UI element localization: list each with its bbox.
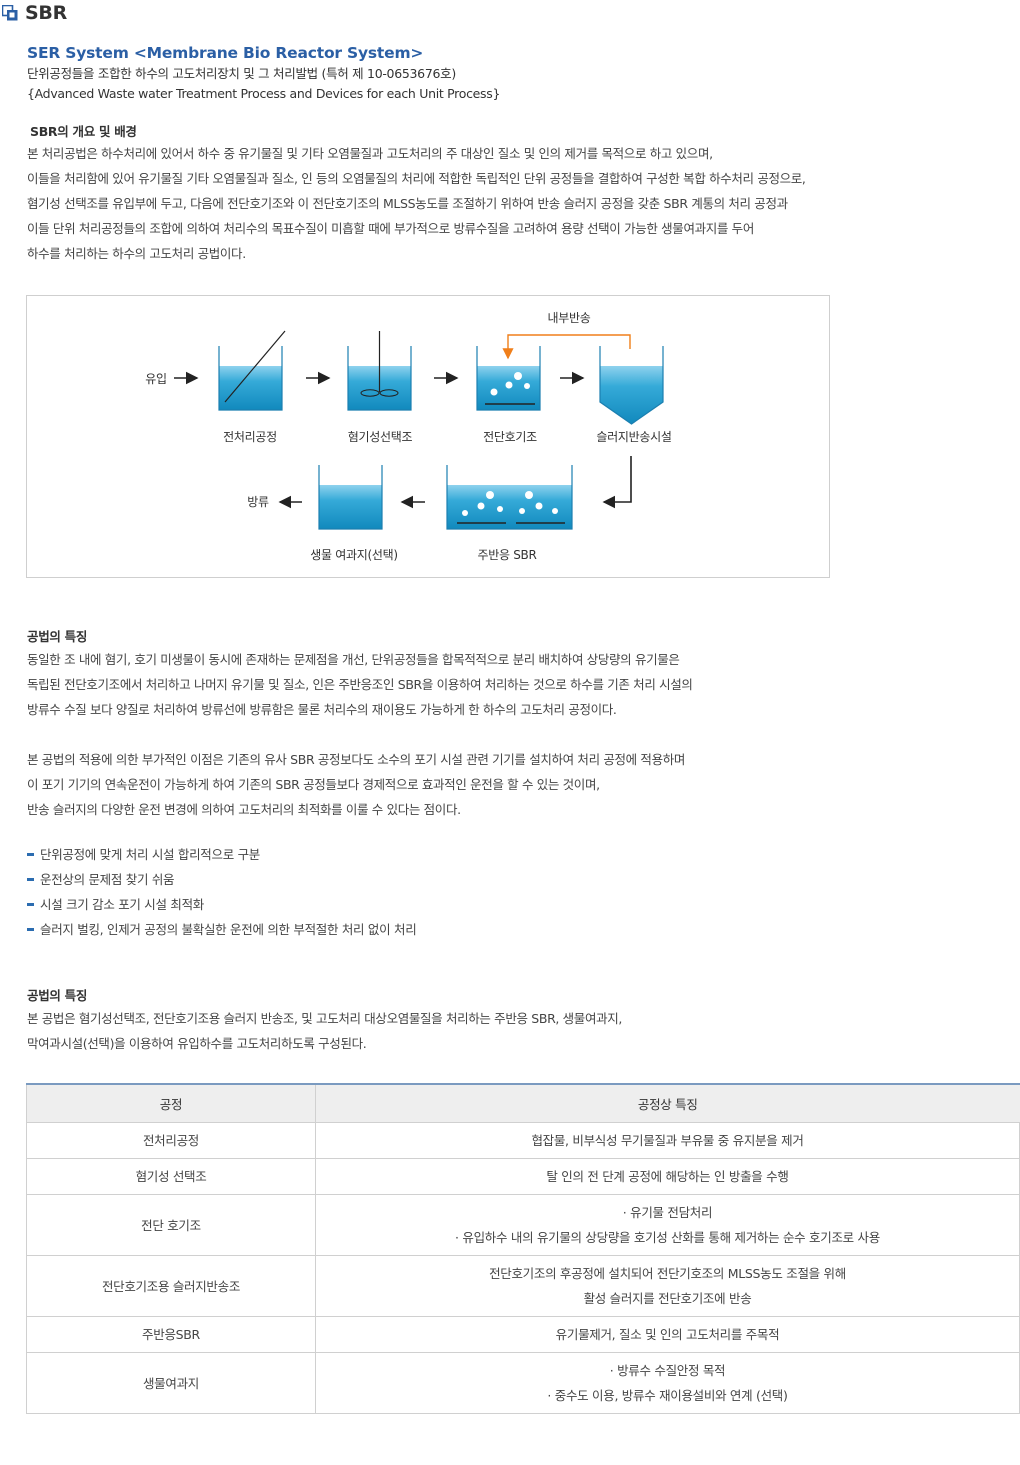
table-row: 생물여과지 · 방류수 수질안정 목적 · 중수도 이용, 방류수 재이용설비와… bbox=[26, 1352, 1020, 1414]
pre-aeration-tank bbox=[476, 346, 541, 411]
features-heading: 공법의 특징 bbox=[27, 629, 88, 644]
process-desc-cell: 전단호기조의 후공정에 설치되어 전단기호조의 MLSS농도 조절을 위해 활성… bbox=[315, 1255, 1020, 1317]
features-paragraph-1: 동일한 조 내에 혐기, 호기 미생물이 동시에 존재하는 문제점을 개선, 단… bbox=[27, 647, 1020, 722]
content: SER System <Membrane Bio Reactor System>… bbox=[27, 42, 1020, 104]
overview-line: 이들 단위 처리공정들의 조합에 의하여 처리수의 목표수질이 미흡할 때에 부… bbox=[27, 221, 754, 236]
list-item: 운전상의 문제점 찾기 쉬움 bbox=[27, 867, 1020, 892]
list-item: 슬러지 벌킹, 인제거 공정의 불확실한 운전에 의한 부적절한 처리 없이 처… bbox=[27, 917, 1020, 942]
process-name-cell: 혐기성 선택조 bbox=[26, 1158, 316, 1195]
list-item-text: 시설 크기 감소 포기 시설 최적화 bbox=[40, 897, 204, 912]
patent-line: 단위공정들을 조합한 하수의 고도처리장치 및 그 처리발법 (특허 제 10-… bbox=[27, 66, 456, 81]
process-diagram: 유입 내부반송 전처리공정 혐기성선택조 전단호기조 슬러지반송시설 방류 주반… bbox=[26, 295, 830, 578]
overview-section: SBR의 개요 및 배경 본 처리공법은 하수처리에 있어서 하수 중 유기물질… bbox=[27, 122, 1020, 266]
process-desc-cell: · 방류수 수질안정 목적 · 중수도 이용, 방류수 재이용설비와 연계 (선… bbox=[315, 1352, 1020, 1414]
process-desc-cell: 탈 인의 전 단계 공정에 해당하는 인 방출을 수행 bbox=[315, 1158, 1020, 1195]
process-desc-cell: · 유기물 전담처리 · 유입하수 내의 유기물의 상당량을 호기성 산화를 통… bbox=[315, 1194, 1020, 1256]
step-label-pretreatment: 전처리공정 bbox=[223, 430, 277, 444]
desc-line: 유기물제거, 질소 및 인의 고도처리를 주목적 bbox=[555, 1327, 780, 1342]
internal-return-label: 내부반송 bbox=[547, 311, 591, 325]
column-header-characteristics: 공정상 특징 bbox=[315, 1083, 1020, 1123]
features-line: 동일한 조 내에 혐기, 호기 미생물이 동시에 존재하는 문제점을 개선, 단… bbox=[27, 652, 680, 667]
step-label-sludge-return: 슬러지반송시설 bbox=[596, 430, 672, 444]
english-title-line: {Advanced Waste water Treatment Process … bbox=[27, 86, 501, 101]
dash-bullet-icon bbox=[27, 853, 34, 856]
list-item-text: 슬러지 벌킹, 인제거 공정의 불확실한 운전에 의한 부적절한 처리 없이 처… bbox=[40, 922, 417, 937]
dash-bullet-icon bbox=[27, 903, 34, 906]
list-item-text: 단위공정에 맞게 처리 시설 합리적으로 구분 bbox=[40, 847, 260, 862]
return-to-sbr-arrow bbox=[602, 456, 632, 509]
biofilter-tank bbox=[318, 465, 383, 530]
features-line: 반송 슬러지의 다양한 운전 변경에 의하여 고도처리의 최적화를 이룰 수 있… bbox=[27, 802, 461, 817]
features-line: 방류수 수질 보다 양질로 처리하여 방류선에 방류함은 물론 처리수의 재이용… bbox=[27, 702, 617, 717]
table-row: 주반응SBR 유기물제거, 질소 및 인의 고도처리를 주목적 bbox=[26, 1316, 1020, 1353]
features-line: 독립된 전단호기조에서 처리하고 나머지 유기물 및 질소, 인은 주반응조인 … bbox=[27, 677, 693, 692]
list-item: 시설 크기 감소 포기 시설 최적화 bbox=[27, 892, 1020, 917]
process-name-cell: 생물여과지 bbox=[26, 1352, 316, 1414]
process-name-cell: 전단 호기조 bbox=[26, 1194, 316, 1256]
step-label-biofilter: 생물 여과지(선택) bbox=[310, 548, 398, 562]
overview-line: 본 처리공법은 하수처리에 있어서 하수 중 유기물질 및 기타 오염물질과 고… bbox=[27, 146, 713, 161]
features-heading: 공법의 특징 bbox=[27, 988, 88, 1003]
desc-line: 탈 인의 전 단계 공정에 해당하는 인 방출을 수행 bbox=[546, 1169, 789, 1184]
internal-return-arrow bbox=[502, 334, 631, 360]
table-header-row: 공정 공정상 특징 bbox=[26, 1083, 1020, 1123]
main-sbr-tank bbox=[446, 465, 573, 530]
pretreatment-tank bbox=[218, 330, 286, 411]
desc-line: · 방류수 수질안정 목적 bbox=[609, 1363, 726, 1378]
column-header-process: 공정 bbox=[26, 1083, 316, 1123]
features-composition-text: 본 공법은 혐기성선택조, 전단호기조용 슬러지 반송조, 및 고도처리 대상오… bbox=[27, 1006, 1020, 1056]
dash-bullet-icon bbox=[27, 928, 34, 931]
step-label-anaerobic: 혐기성선택조 bbox=[347, 430, 413, 444]
process-table: 공정 공정상 특징 전처리공정 협잡물, 비부식성 무기물질과 부유물 중 유지… bbox=[26, 1083, 1020, 1414]
features-line: 이 포기 기기의 연속운전이 가능하게 하여 기존의 SBR 공정들보다 경제적… bbox=[27, 777, 600, 792]
features-line: 본 공법은 혐기성선택조, 전단호기조용 슬러지 반송조, 및 고도처리 대상오… bbox=[27, 1011, 623, 1026]
overview-line: 하수를 처리하는 하수의 고도처리 공법이다. bbox=[27, 246, 246, 261]
features-bullet-list: 단위공정에 맞게 처리 시설 합리적으로 구분 운전상의 문제점 찾기 쉬움 시… bbox=[27, 842, 1020, 942]
dash-bullet-icon bbox=[27, 878, 34, 881]
process-name-cell: 전처리공정 bbox=[26, 1122, 316, 1159]
sludge-return-tank bbox=[599, 346, 664, 425]
outflow-label: 방류 bbox=[247, 495, 269, 509]
table-row: 전단 호기조 · 유기물 전담처리 · 유입하수 내의 유기물의 상당량을 호기… bbox=[26, 1194, 1020, 1256]
page-header: SBR bbox=[0, 0, 67, 26]
table-row: 전단호기조용 슬러지반송조 전단호기조의 후공정에 설치되어 전단기호조의 ML… bbox=[26, 1255, 1020, 1317]
features-section-1: 공법의 특징 동일한 조 내에 혐기, 호기 미생물이 동시에 존재하는 문제점… bbox=[27, 627, 1020, 942]
list-item-text: 운전상의 문제점 찾기 쉬움 bbox=[40, 872, 175, 887]
desc-line: · 유기물 전담처리 bbox=[622, 1205, 713, 1220]
list-item: 단위공정에 맞게 처리 시설 합리적으로 구분 bbox=[27, 842, 1020, 867]
overview-line: 이들을 처리함에 있어 유기물질 기타 오염물질과 질소, 인 등의 오염물질의… bbox=[27, 171, 806, 186]
desc-line: · 유입하수 내의 유기물의 상당량을 호기성 산화를 통해 제거하는 순수 호… bbox=[455, 1230, 880, 1245]
page-title: SBR bbox=[25, 2, 67, 24]
step-label-main-sbr: 주반응 SBR bbox=[477, 548, 537, 562]
features-section-2: 공법의 특징 본 공법은 혐기성선택조, 전단호기조용 슬러지 반송조, 및 고… bbox=[27, 986, 1020, 1056]
process-name-cell: 주반응SBR bbox=[26, 1316, 316, 1353]
features-line: 본 공법의 적용에 의한 부가적인 이점은 기존의 유사 SBR 공정보다도 소… bbox=[27, 752, 686, 767]
desc-line: 활성 슬러지를 전단호기조에 반송 bbox=[583, 1291, 752, 1306]
features-paragraph-2: 본 공법의 적용에 의한 부가적인 이점은 기존의 유사 SBR 공정보다도 소… bbox=[27, 747, 1020, 822]
table-row: 혐기성 선택조 탈 인의 전 단계 공정에 해당하는 인 방출을 수행 bbox=[26, 1158, 1020, 1195]
desc-line: 협잡물, 비부식성 무기물질과 부유물 중 유지분을 제거 bbox=[531, 1133, 804, 1148]
system-title: SER System <Membrane Bio Reactor System> bbox=[27, 44, 424, 62]
inflow-label: 유입 bbox=[145, 372, 167, 386]
features-line: 막여과시설(선택)을 이용하여 유입하수를 고도처리하도록 구성된다. bbox=[27, 1036, 367, 1051]
section-marker-icon bbox=[2, 5, 18, 21]
overview-heading: SBR의 개요 및 배경 bbox=[30, 124, 137, 139]
process-flow-svg bbox=[174, 330, 664, 530]
process-desc-cell: 유기물제거, 질소 및 인의 고도처리를 주목적 bbox=[315, 1316, 1020, 1353]
desc-line: 전단호기조의 후공정에 설치되어 전단기호조의 MLSS농도 조절을 위해 bbox=[489, 1266, 846, 1281]
process-name-cell: 전단호기조용 슬러지반송조 bbox=[26, 1255, 316, 1317]
overview-line: 혐기성 선택조를 유입부에 두고, 다음에 전단호기조와 이 전단호기조의 ML… bbox=[27, 196, 788, 211]
desc-line: · 중수도 이용, 방류수 재이용설비와 연계 (선택) bbox=[547, 1388, 788, 1403]
step-label-pre-aeration: 전단호기조 bbox=[483, 430, 537, 444]
process-desc-cell: 협잡물, 비부식성 무기물질과 부유물 중 유지분을 제거 bbox=[315, 1122, 1020, 1159]
overview-text: 본 처리공법은 하수처리에 있어서 하수 중 유기물질 및 기타 오염물질과 고… bbox=[27, 141, 1020, 266]
table-row: 전처리공정 협잡물, 비부식성 무기물질과 부유물 중 유지분을 제거 bbox=[26, 1122, 1020, 1159]
anaerobic-selector-tank bbox=[347, 331, 412, 411]
